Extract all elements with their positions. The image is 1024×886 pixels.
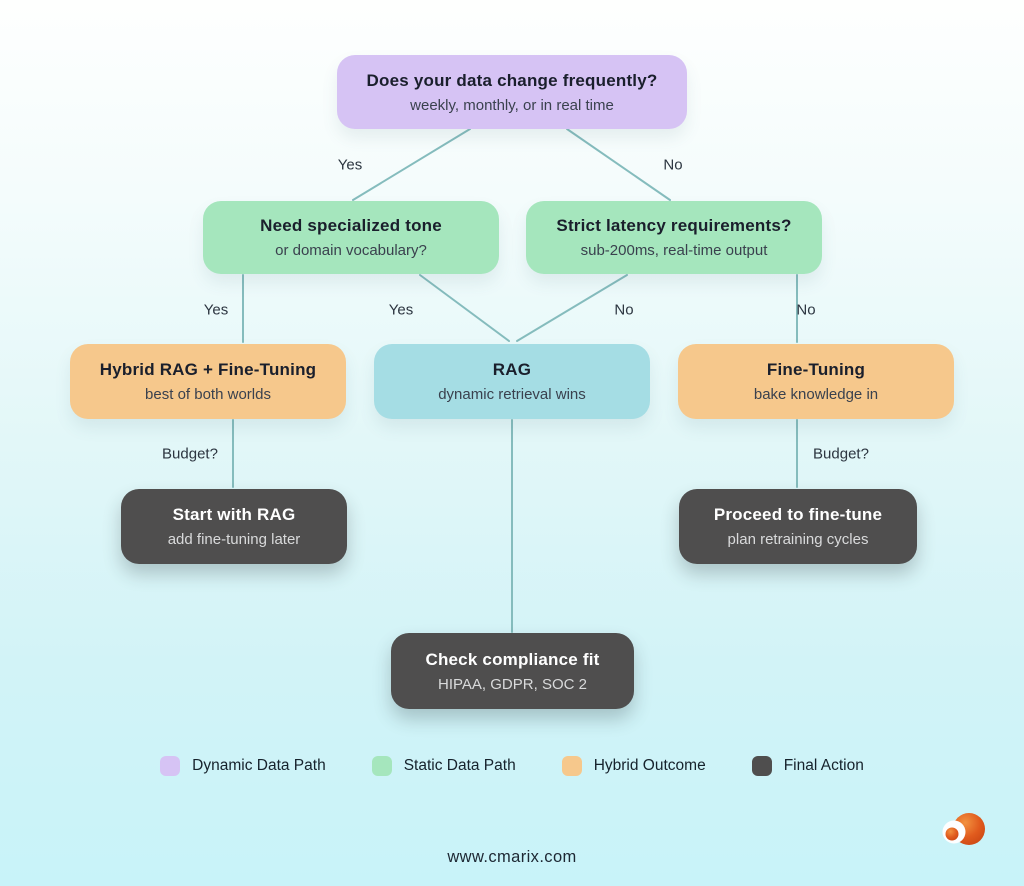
node-title: Hybrid RAG + Fine-Tuning [99,360,317,379]
node-rag: RAG dynamic retrieval wins [374,344,650,419]
node-subtitle: weekly, monthly, or in real time [410,96,614,114]
node-title: Strict latency requirements? [556,216,792,235]
node-subtitle: sub-200ms, real-time output [580,242,768,259]
edge-label-budget: Budget? [162,445,218,463]
legend-swatch-final [751,756,772,776]
node-subtitle: HIPAA, GDPR, SOC 2 [438,675,587,693]
edge-label-budget: Budget? [813,445,869,463]
node-subtitle: bake knowledge in [753,386,879,403]
node-hybrid-rag-finetuning: Hybrid RAG + Fine-Tuning best of both wo… [70,344,346,419]
cmarix-logo-icon [942,813,985,845]
node-subtitle: best of both worlds [145,386,271,403]
node-proceed-to-finetune: Proceed to fine-tune plan retraining cyc… [679,489,917,564]
legend-label: Final Action [783,757,864,774]
legend-swatch-dynamic [160,756,181,776]
node-start-with-rag: Start with RAG add fine-tuning later [121,489,347,564]
node-title: Fine-Tuning [766,360,866,379]
node-subtitle: or domain vocabulary? [275,242,427,259]
edge-label-no: No [663,156,683,174]
node-title: Does your data change frequently? [366,70,658,90]
legend-item-final: Final Action [751,756,864,776]
legend-swatch-hybrid [561,756,582,776]
node-subtitle: add fine-tuning later [167,531,301,548]
edge-root-to-latency [566,128,671,201]
node-latency-requirements: Strict latency requirements? sub-200ms, … [526,201,822,274]
node-subtitle: dynamic retrieval wins [438,386,586,403]
node-fine-tuning: Fine-Tuning bake knowledge in [678,344,954,419]
node-subtitle: plan retraining cycles [727,531,869,548]
edge-label-no: No [796,301,816,319]
node-title: Start with RAG [172,505,296,524]
node-specialized-tone: Need specialized tone or domain vocabula… [203,201,499,274]
node-title: Check compliance fit [425,649,600,669]
legend-label: Static Data Path [403,757,516,774]
node-root-question: Does your data change frequently? weekly… [337,55,687,129]
legend-label: Dynamic Data Path [192,757,326,774]
edge-label-yes: Yes [337,156,363,174]
node-title: RAG [492,360,532,379]
edge-tone-to-rag [419,274,510,342]
legend-item-dynamic: Dynamic Data Path [160,756,326,776]
node-title: Need specialized tone [260,216,442,235]
legend: Dynamic Data Path Static Data Path Hybri… [0,756,1024,776]
legend-swatch-static [371,756,392,776]
legend-label: Hybrid Outcome [593,757,706,774]
edge-root-to-tone [352,128,471,201]
legend-item-hybrid: Hybrid Outcome [561,756,706,776]
node-title: Proceed to fine-tune [713,505,883,524]
edge-label-yes: Yes [388,301,414,319]
website-url: www.cmarix.com [447,848,577,866]
legend-item-static: Static Data Path [371,756,516,776]
edge-label-no: No [614,301,634,319]
edge-latency-to-rag [516,274,628,342]
node-check-compliance: Check compliance fit HIPAA, GDPR, SOC 2 [391,633,634,709]
edge-label-yes: Yes [203,301,229,319]
